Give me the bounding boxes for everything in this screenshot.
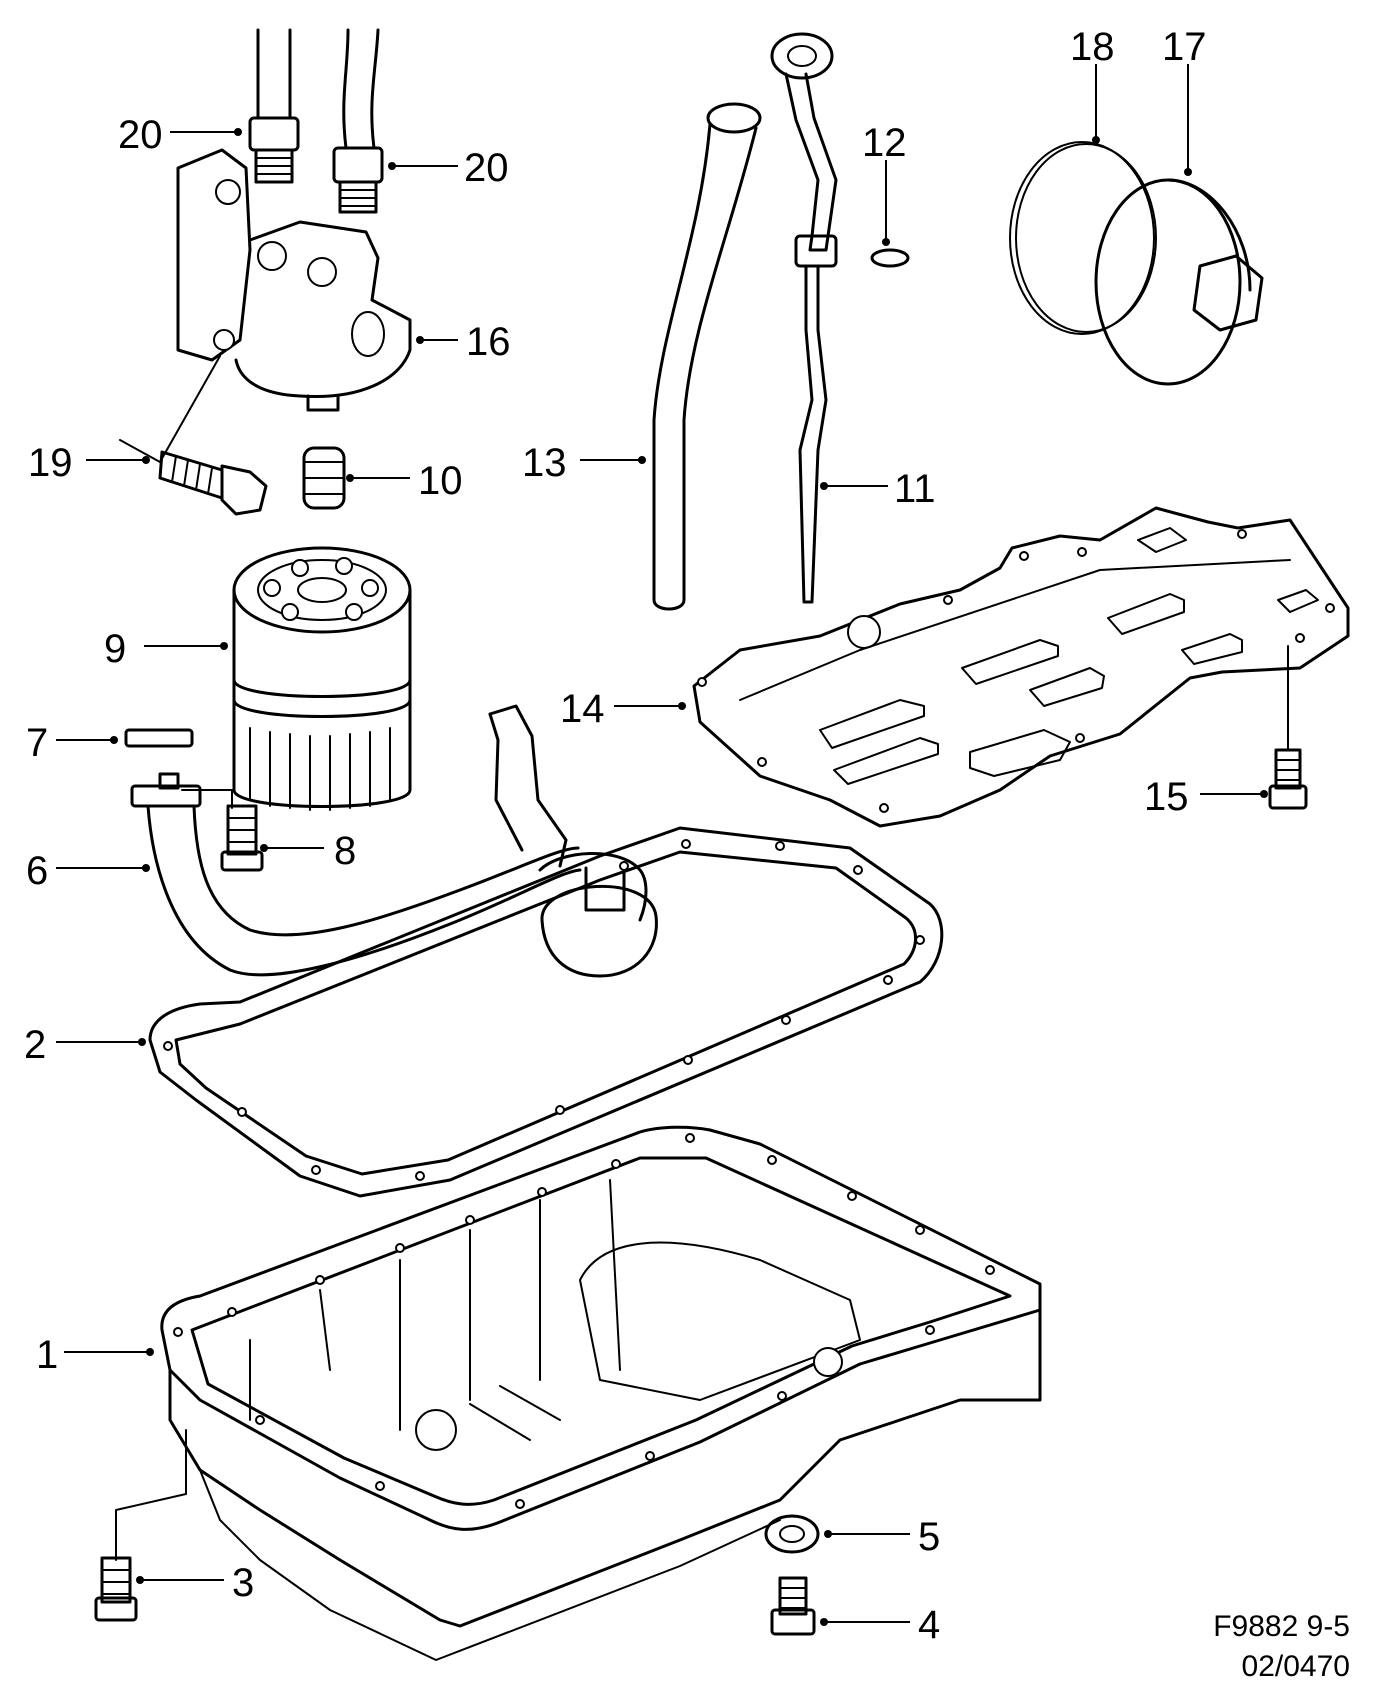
callout-20-left: 20 [118,113,163,157]
callout-2: 2 [24,1023,46,1067]
callout-7: 7 [26,721,48,765]
reference-date: 02/0470 [1241,1650,1350,1683]
callout-12: 12 [862,121,907,165]
part-2-pan-gasket [148,826,944,1198]
part-4-drain-plug [770,1576,816,1636]
part-16-filter-housing [176,148,412,412]
callout-14: 14 [560,687,605,731]
callout-18: 18 [1070,25,1115,69]
part-10-threaded-nipple [302,446,346,510]
reference-code: F9882 9-5 [1213,1610,1350,1643]
callout-labels: 20 20 16 19 10 9 7 8 6 2 1 3 5 4 13 11 1… [24,25,1207,1647]
part-11-dipstick [770,32,838,604]
callout-4: 4 [918,1603,940,1647]
part-1-oil-pan [160,1125,1042,1661]
part-13-dipstick-tube [652,102,762,611]
part-19-mounting-bolt [119,355,268,516]
part-17-cap [1094,178,1264,386]
callout-15: 15 [1144,775,1189,819]
callout-17: 17 [1162,25,1207,69]
callout-10: 10 [418,459,463,503]
callout-1: 1 [36,1333,58,1377]
leader-lines [56,64,1268,1626]
callout-11: 11 [894,467,936,511]
callout-20-right: 20 [464,146,509,190]
callout-9: 9 [104,627,126,671]
callout-3: 3 [232,1561,254,1605]
part-15-bolt [1268,645,1308,810]
part-14-baffle-plate [692,506,1350,828]
part-7-o-ring [124,728,194,748]
callout-8: 8 [334,829,356,873]
part-12-o-ring [870,248,910,268]
callout-13: 13 [522,441,567,485]
callout-5: 5 [918,1515,940,1559]
part-20-oil-pipes [248,28,384,214]
callout-6: 6 [26,849,48,893]
part-9-oil-filter [232,546,412,811]
callout-16: 16 [466,320,511,364]
callout-19: 19 [28,441,73,485]
part-18-gasket-ring [1009,141,1157,335]
part-6-oil-pickup [130,704,658,978]
part-5-sealing-washer [764,1514,820,1554]
part-3-bolt [94,1429,187,1622]
part-8-bolt [181,789,264,872]
